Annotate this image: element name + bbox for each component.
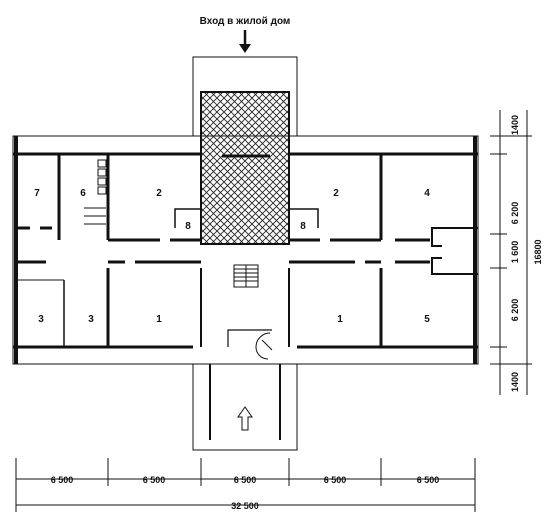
- entrance-arrow-icon: [239, 30, 251, 53]
- room-label: 4: [424, 188, 430, 199]
- dimension-segment-label: 6 200: [510, 202, 520, 225]
- bottom-corridor-walls: [209, 364, 281, 440]
- dimension-total-label: 16800: [533, 239, 543, 264]
- room-label: 1: [156, 314, 162, 325]
- right-dimension-chain: [490, 110, 532, 395]
- outer-walls: [12, 135, 479, 365]
- dimension-segment-label: 1 600: [510, 241, 520, 264]
- room-label: 8: [185, 221, 191, 232]
- entry-arrow-icon: [237, 406, 253, 431]
- dimension-span-label: 6 500: [324, 475, 347, 485]
- room-label: 8: [300, 221, 306, 232]
- vestibule-lobby: [227, 329, 273, 360]
- dimension-segment-label: 1400: [510, 115, 520, 135]
- stair-steps-icon: [233, 264, 259, 288]
- dimension-span-label: 6 500: [51, 475, 74, 485]
- dimension-segment-label: 1400: [510, 372, 520, 392]
- room-label: 6: [80, 188, 86, 199]
- bottom-dimension-labels: 6 500 6 500 6 500 6 500 6 500 32 500: [51, 475, 440, 511]
- room-label: 3: [88, 314, 94, 325]
- room-label: 2: [333, 188, 339, 199]
- room-label: 2: [156, 188, 162, 199]
- sanitary-fixtures-icon: [84, 159, 107, 225]
- dimension-span-label: 6 500: [143, 475, 166, 485]
- cubicle-right: [289, 208, 319, 228]
- dimension-segment-label: 6 200: [510, 299, 520, 322]
- dimension-span-label: 6 500: [417, 475, 440, 485]
- dimension-total-label: 32 500: [231, 501, 259, 511]
- room-label: 7: [34, 188, 40, 199]
- right-dimension-labels: 1400 6 200 1 600 6 200 1400 16800: [510, 115, 543, 392]
- cubicle-left: [174, 208, 201, 228]
- room-label: 1: [337, 314, 343, 325]
- dimension-span-label: 6 500: [234, 475, 257, 485]
- bottom-vestibule-outline: [192, 364, 298, 451]
- room-labels: 7 6 2 8 8 2 4 3 3 1 1 5: [34, 188, 430, 325]
- stair-core-hatched: [200, 91, 290, 245]
- interior-walls: [16, 154, 430, 347]
- top-vestibule-outline: [192, 56, 298, 136]
- room-label: 5: [424, 314, 430, 325]
- entrance-label: Вход в жилой дом: [200, 16, 291, 27]
- room-label: 3: [38, 314, 44, 325]
- right-notch: [431, 227, 478, 275]
- bottom-dimension-chain: [15, 458, 476, 512]
